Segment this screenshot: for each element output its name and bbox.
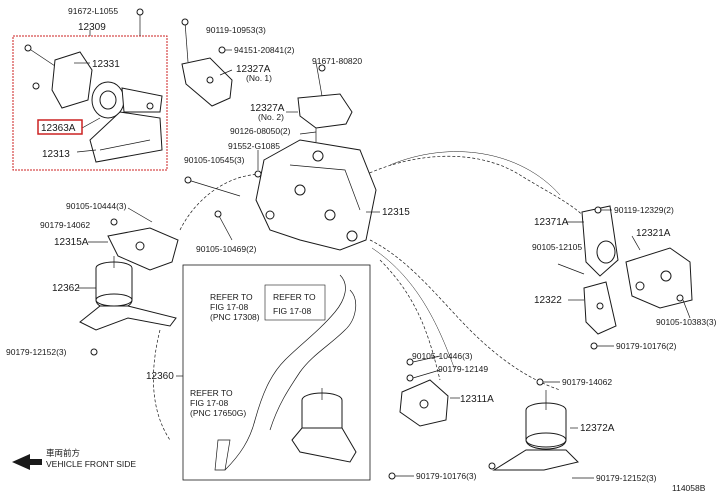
direction-jp: 車両前方 (46, 448, 80, 458)
label-91672-L1055: 91672-L1055 (68, 6, 118, 16)
label-12327A-no1-qualifier: (No. 1) (246, 73, 272, 83)
nut-12363A (146, 102, 154, 110)
label-12327A-no2: 12327A (250, 103, 285, 114)
mount-12360 (291, 388, 357, 463)
mount-12372A (492, 390, 579, 471)
nut-90179-12149 (406, 374, 414, 382)
label-90105-12105: 90105-12105 (532, 242, 582, 252)
label-12315A: 12315A (54, 237, 89, 248)
bolt-91552-G1085 (254, 170, 262, 178)
bolt-90105-10545 (184, 176, 241, 197)
vehicle-front-arrow-icon (12, 454, 42, 470)
bolt-90105-10469 (214, 210, 233, 241)
bracket-12371A (581, 205, 619, 277)
label-90126-08050: 90126-08050(2) (230, 126, 291, 136)
ref-3-line1: REFER TO (190, 388, 233, 398)
labels: 91672-L1055 12309 12331 12363A 12313 901… (6, 6, 717, 493)
mount-12362 (79, 256, 177, 331)
mount-12363A (51, 51, 163, 119)
bracket-12311A (399, 379, 449, 427)
nut-90179-12152-right (488, 462, 496, 470)
label-90179-10176-center: 90179-10176(3) (416, 471, 477, 481)
nut-12331 (32, 82, 40, 90)
bracket-12321A (625, 247, 693, 309)
nut-90179-10176-center (388, 472, 396, 480)
label-90119-10953: 90119-10953(3) (206, 25, 266, 35)
label-12327A-no2-qualifier: (No. 2) (258, 112, 284, 122)
label-12321A: 12321A (636, 228, 671, 239)
bolt-90119-10953 (181, 18, 189, 63)
inset-box-12360 (182, 264, 371, 481)
label-90105-10446: 90105-10446(3) (412, 351, 473, 361)
bracket-12313 (89, 111, 163, 163)
nut-90179-14062-right (536, 378, 544, 386)
ref-1-line3: (PNC 17308) (210, 312, 260, 322)
label-90179-12152-right: 90179-12152(3) (596, 473, 657, 483)
ref-3-line2: FIG 17-08 (190, 398, 229, 408)
label-12331: 12331 (92, 59, 120, 70)
ref-2-line1: REFER TO (273, 292, 316, 302)
vacuum-hose (214, 274, 357, 471)
label-90105-10545: 90105-10545(3) (184, 155, 245, 165)
label-90105-10444: 90105-10444(3) (66, 201, 127, 211)
nut-94151 (218, 46, 226, 54)
bolt-12331 (24, 44, 59, 69)
label-12362: 12362 (52, 283, 80, 294)
label-90179-12152-left: 90179-12152(3) (6, 347, 67, 357)
label-12327A-no1: 12327A (236, 64, 271, 75)
ref-1-line1: REFER TO (210, 292, 253, 302)
ref-2-line2: FIG 17-08 (273, 306, 312, 316)
label-12311A: 12311A (460, 394, 494, 405)
label-12371A: 12371A (534, 217, 569, 228)
label-12363A: 12363A (41, 123, 76, 134)
label-12372A: 12372A (580, 423, 615, 434)
label-94151-20841: 94151-20841(2) (234, 45, 295, 55)
bracket-12315A (107, 227, 179, 271)
bolt-90105-10444 (127, 207, 153, 223)
label-12309: 12309 (78, 22, 106, 33)
label-90105-10469: 90105-10469(2) (196, 244, 257, 254)
label-12322: 12322 (534, 295, 562, 306)
label-12313: 12313 (42, 149, 70, 160)
label-90179-12149: 90179-12149 (438, 364, 488, 374)
bracket-12327A-no1 (181, 57, 233, 107)
highlight-12363A (37, 119, 83, 135)
bolt-90105-10383 (676, 294, 684, 302)
ref-box-1 (264, 284, 326, 321)
bolt-90105-12105 (557, 263, 585, 275)
figure-code: 114058B (672, 483, 706, 493)
ref-3-line3: (PNC 17650G) (190, 408, 246, 418)
bracket-12315 (255, 139, 377, 251)
bolt-91672-L1055 (136, 8, 144, 16)
label-90179-10176-right: 90179-10176(2) (616, 341, 677, 351)
direction-en: VEHICLE FRONT SIDE (46, 459, 136, 469)
nut-90179-12152-left (90, 348, 98, 356)
engine-outline (153, 151, 601, 441)
bracket-12327A-no2 (297, 61, 353, 129)
label-91671-80820: 91671-80820 (312, 56, 362, 66)
ref-1-line2: FIG 17-08 (210, 302, 249, 312)
label-90119-12329: 90119-12329(2) (614, 205, 674, 215)
bracket-12322 (583, 281, 617, 335)
label-12315: 12315 (382, 207, 410, 218)
nut-90179-10176-right (590, 342, 598, 350)
label-90105-10383: 90105-10383(3) (656, 317, 717, 327)
label-90179-14062-right: 90179-14062 (562, 377, 612, 387)
nut-90179-14062 (110, 218, 118, 226)
label-90179-14062-left: 90179-14062 (40, 220, 90, 230)
label-91552-G1085: 91552-G1085 (228, 141, 280, 151)
label-12360: 12360 (146, 371, 174, 382)
